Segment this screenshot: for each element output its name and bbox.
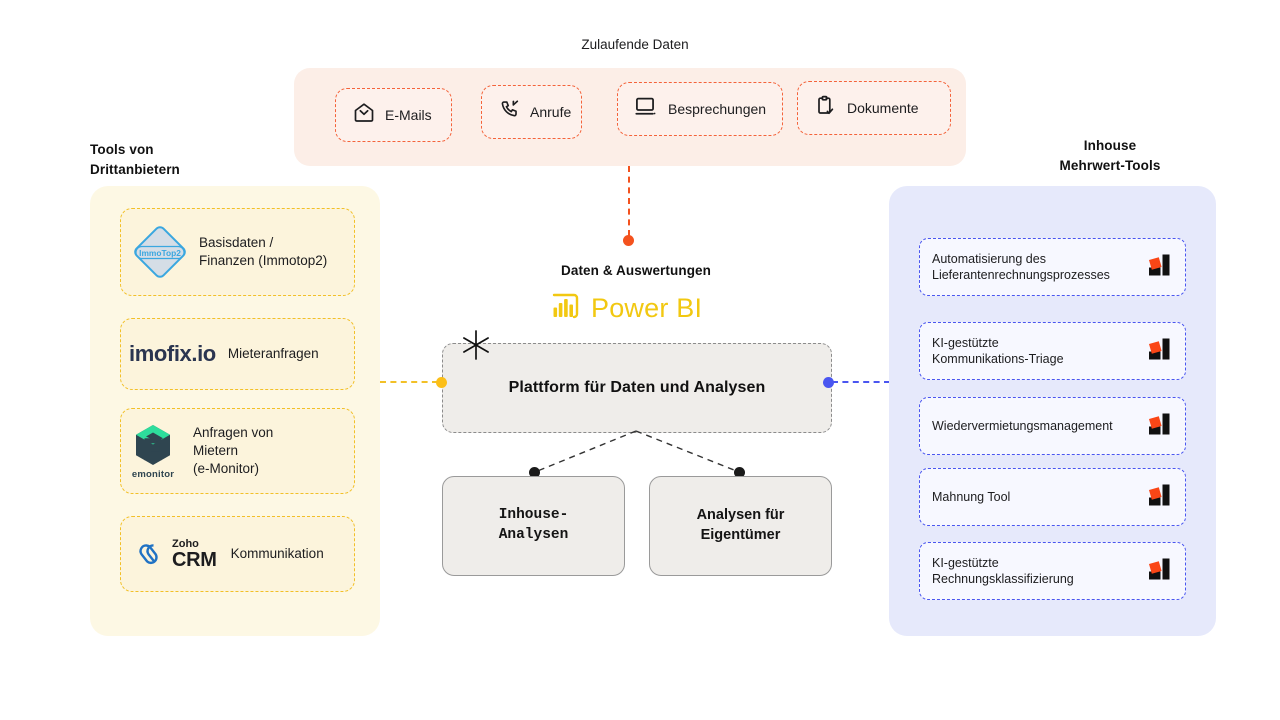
- emonitor-logo: emonitor: [121, 423, 185, 480]
- third-party-tools-heading: Tools von Drittanbietern: [90, 140, 280, 179]
- power-bi-logo: Power BI: [548, 291, 702, 325]
- bar-chart-icon: [1145, 251, 1173, 284]
- label-line3: (e-Monitor): [193, 460, 260, 476]
- connector-dot-left: [436, 377, 447, 388]
- immotop2-logo: ImmoTop2: [127, 221, 193, 283]
- bar-chart-icon: [1145, 555, 1173, 588]
- connector-left-line: [380, 381, 438, 383]
- incoming-item-label: Anrufe: [530, 104, 572, 120]
- incoming-item-documents[interactable]: Dokumente: [797, 81, 951, 135]
- connector-dot-top: [623, 235, 634, 246]
- inhouse-item-label: KI-gestützte Kommunikations-Triage: [932, 335, 1064, 368]
- platform-box-label: Plattform für Daten und Analysen: [508, 379, 766, 396]
- phone-incoming-icon: [498, 98, 521, 126]
- inhouse-item-wiedervermietungsmanagement[interactable]: Wiedervermietungsmanagement: [919, 397, 1186, 455]
- bar-chart-icon: [1145, 481, 1173, 514]
- third-party-heading-line1: Tools von: [90, 142, 154, 157]
- incoming-item-emails[interactable]: E-Mails: [335, 88, 452, 142]
- inhouse-item-label: Wiedervermietungsmanagement: [932, 418, 1113, 433]
- output-dot-owner: [734, 467, 745, 478]
- asterisk-icon: [459, 328, 493, 362]
- third-party-item-zoho-crm[interactable]: Zoho CRM Kommunikation: [120, 516, 355, 592]
- label-line2: Rechnungsklassifizierung: [932, 572, 1074, 586]
- label-line2: Kommunikations-Triage: [932, 352, 1064, 366]
- bar-chart-icon: [1145, 335, 1173, 368]
- label-line2: Finanzen (Immotop2): [199, 253, 328, 268]
- monitor-icon: [634, 94, 659, 124]
- power-bi-label: Power BI: [591, 292, 703, 323]
- svg-text:ImmoTop2: ImmoTop2: [139, 248, 181, 258]
- envelope-icon: [352, 101, 376, 130]
- incoming-data-heading: Zulaufende Daten: [581, 37, 689, 52]
- label-line1: Automatisierung des: [932, 251, 1046, 266]
- bar-chart-icon: [1145, 410, 1173, 443]
- third-party-item-label: Anfragen von Mietern (e-Monitor): [193, 424, 273, 478]
- third-party-item-emonitor[interactable]: emonitor Anfragen von Mietern (e-Monitor…: [120, 408, 355, 494]
- platform-box[interactable]: Plattform für Daten und Analysen: [442, 343, 832, 433]
- incoming-item-label: E-Mails: [385, 107, 432, 123]
- incoming-data-panel: E-Mails Anrufe Besprechungen: [294, 68, 966, 166]
- label-line1: Inhouse-: [498, 507, 569, 524]
- incoming-item-label: Besprechungen: [668, 101, 767, 117]
- label-line2: Eigentümer: [700, 527, 781, 543]
- inhouse-item-rechnungsklassifizierung[interactable]: KI-gestützte Rechnungsklassifizierung: [919, 542, 1186, 600]
- third-party-item-immotop2[interactable]: ImmoTop2 Basisdaten / Finanzen (Immotop2…: [120, 208, 355, 296]
- third-party-heading-line2: Drittanbietern: [90, 161, 180, 177]
- incoming-item-label: Dokumente: [847, 100, 919, 116]
- inhouse-tools-panel: Automatisierung des Lieferantenrechnungs…: [889, 186, 1216, 636]
- inhouse-item-mahnung-tool[interactable]: Mahnung Tool: [919, 468, 1186, 526]
- inhouse-tools-heading: Inhouse Mehrwert-Tools: [1010, 136, 1210, 175]
- inhouse-item-label: Automatisierung des Lieferantenrechnungs…: [932, 251, 1110, 284]
- connector-dot-right: [823, 377, 834, 388]
- third-party-item-label: Basisdaten / Finanzen (Immotop2): [199, 234, 327, 270]
- label-line1: Analysen für: [696, 507, 785, 524]
- zoho-crm-logo: Zoho CRM: [133, 537, 217, 571]
- inhouse-item-label: KI-gestützte Rechnungsklassifizierung: [932, 555, 1074, 588]
- inhouse-item-label: Mahnung Tool: [932, 489, 1011, 504]
- third-party-item-imofix[interactable]: imofix.io Mieteranfragen: [120, 318, 355, 390]
- output-box-label: Inhouse- Analysen: [499, 506, 569, 545]
- output-box-label: Analysen für Eigentümer: [697, 506, 785, 545]
- inhouse-heading-line1: Inhouse: [1083, 138, 1137, 153]
- connector-right-line: [832, 381, 890, 383]
- third-party-item-label: Mieteranfragen: [227, 346, 319, 362]
- label-line1: KI-gestützte: [932, 335, 999, 350]
- output-dot-inhouse: [529, 467, 540, 478]
- clipboard-check-icon: [814, 94, 838, 123]
- connector-incoming-to-platform: [628, 166, 630, 236]
- imofix-io-logo: imofix.io: [129, 341, 216, 366]
- incoming-item-meetings[interactable]: Besprechungen: [617, 82, 783, 136]
- label-line2: Mietern: [193, 443, 239, 459]
- output-box-inhouse-analysen[interactable]: Inhouse- Analysen: [442, 476, 625, 576]
- inhouse-heading-line2: Mehrwert-Tools: [1059, 157, 1161, 173]
- third-party-item-label: Kommunikation: [230, 546, 324, 562]
- label-line2: Lieferantenrechnungsprozesses: [932, 268, 1110, 282]
- label-line2: Analysen: [498, 527, 569, 543]
- output-box-analysen-fuer-eigentuemer[interactable]: Analysen für Eigentümer: [649, 476, 832, 576]
- third-party-tools-panel: ImmoTop2 Basisdaten / Finanzen (Immotop2…: [90, 186, 380, 636]
- label-line1: KI-gestützte: [932, 555, 999, 570]
- inhouse-item-lieferantenrechnung[interactable]: Automatisierung des Lieferantenrechnungs…: [919, 238, 1186, 296]
- label-line1: Basisdaten /: [199, 235, 274, 251]
- incoming-item-calls[interactable]: Anrufe: [481, 85, 582, 139]
- label-line1: Anfragen von: [193, 425, 274, 441]
- data-and-analysis-heading: Daten & Auswertungen: [560, 263, 711, 278]
- inhouse-item-kommunikations-triage[interactable]: KI-gestützte Kommunikations-Triage: [919, 322, 1186, 380]
- power-bi-mark: [552, 293, 579, 319]
